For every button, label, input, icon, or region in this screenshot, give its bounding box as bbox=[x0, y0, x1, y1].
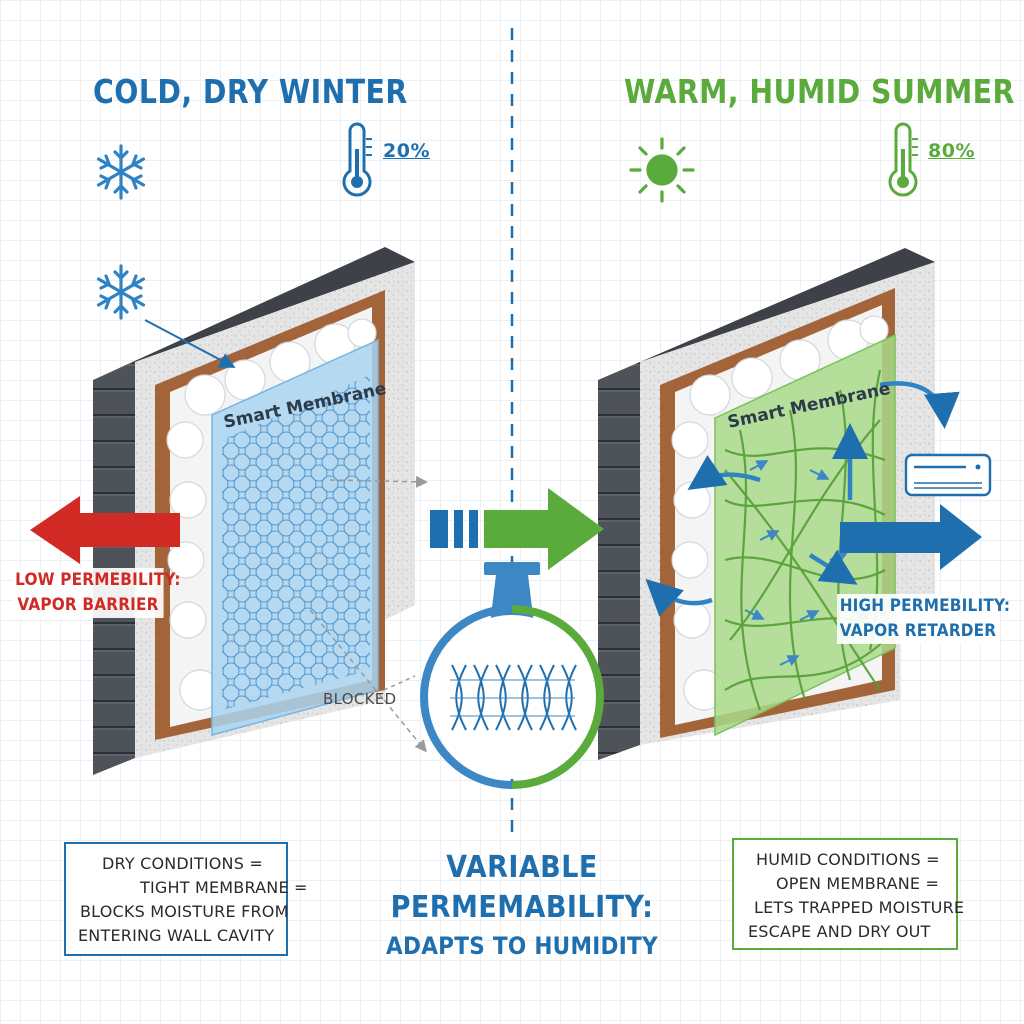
winter-note-line: BLOCKS MOISTURE FROM bbox=[80, 902, 289, 921]
thermometer-icon bbox=[342, 122, 372, 197]
winter-note-line: ENTERING WALL CAVITY bbox=[78, 926, 275, 945]
high-permeability-line2: VAPOR RETARDER bbox=[837, 619, 999, 644]
summer-heading: WARM, HUMID SUMMER bbox=[624, 72, 1015, 111]
high-permeability-line1: HIGH PERMEBILITY: bbox=[837, 594, 1010, 619]
winter-note-box: DRY CONDITIONS = TIGHT MEMBRANE = BLOCKS… bbox=[64, 842, 308, 956]
summer-wall-section bbox=[598, 248, 982, 760]
winter-wall-section bbox=[93, 247, 428, 775]
winter-note-line: DRY CONDITIONS = bbox=[102, 854, 263, 873]
magnifier-lens bbox=[420, 562, 604, 789]
summer-note-line: LETS TRAPPED MOISTURE bbox=[754, 898, 965, 917]
winter-note-line: TIGHT MEMBRANE = bbox=[140, 878, 308, 897]
thermometer-icon bbox=[888, 122, 918, 197]
summer-humidity-value: 80% bbox=[928, 140, 975, 162]
heat-loss-arrow bbox=[30, 496, 180, 564]
blocked-label: BLOCKED bbox=[323, 690, 397, 708]
winter-humidity-value: 20% bbox=[383, 140, 430, 162]
summer-note-line: HUMID CONDITIONS = bbox=[756, 850, 940, 869]
center-title-line2: PERMEMABILITY: bbox=[390, 890, 654, 925]
moisture-exit-arrow bbox=[840, 504, 982, 570]
low-permeability-line2: VAPOR BARRIER bbox=[12, 593, 164, 618]
transition-arrow bbox=[430, 488, 604, 570]
summer-note-line: ESCAPE AND DRY OUT bbox=[748, 922, 931, 941]
low-permeability-line1: LOW PERMEBILITY: bbox=[12, 568, 180, 593]
snowflake-icon bbox=[96, 144, 146, 200]
center-title: VARIABLE PERMEMABILITY: ADAPTS TO HUMIDI… bbox=[362, 848, 682, 964]
sun-icon bbox=[629, 137, 695, 203]
high-permeability-label: HIGH PERMEBILITY: VAPOR RETARDER bbox=[837, 594, 1010, 644]
summer-note-box: HUMID CONDITIONS = OPEN MEMBRANE = LETS … bbox=[732, 838, 965, 950]
center-title-line1: VARIABLE bbox=[446, 850, 598, 885]
air-conditioner-icon bbox=[904, 453, 992, 497]
center-subtitle: ADAPTS TO HUMIDITY bbox=[386, 932, 658, 960]
winter-snowflake-icon bbox=[96, 264, 146, 320]
low-permeability-label: LOW PERMEBILITY: VAPOR BARRIER bbox=[12, 568, 180, 618]
summer-note-line: OPEN MEMBRANE = bbox=[776, 874, 940, 893]
winter-heading: COLD, DRY WINTER bbox=[93, 72, 408, 111]
